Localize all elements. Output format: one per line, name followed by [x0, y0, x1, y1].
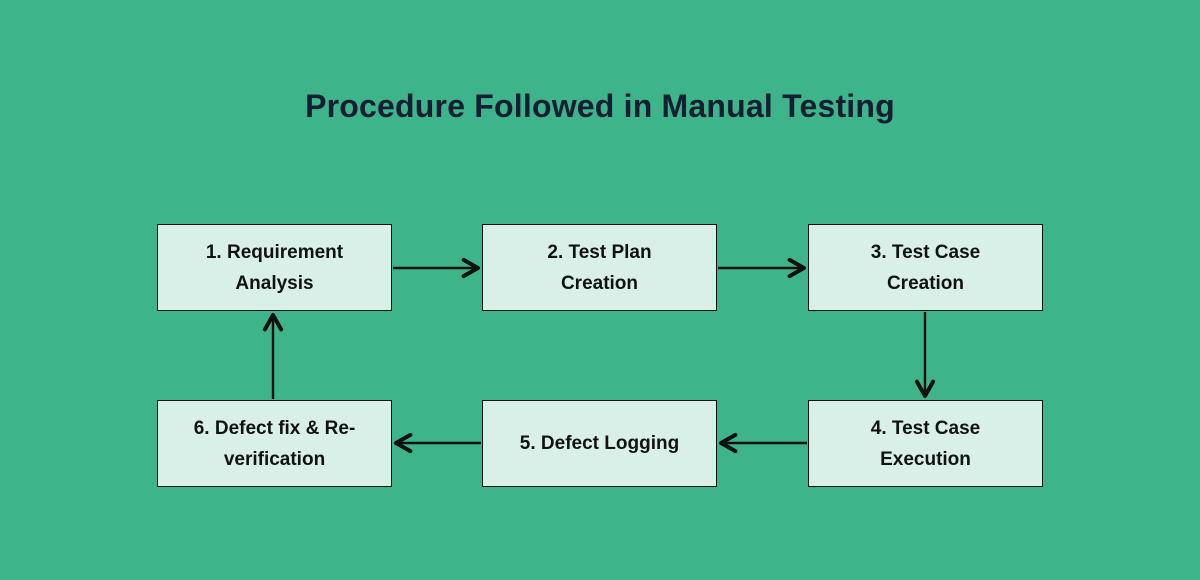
step-label-line: 6. Defect fix & Re-	[193, 417, 356, 439]
step-label-line: 5. Defect Logging	[519, 433, 680, 454]
step-label-line: 2. Test Plan	[547, 241, 652, 263]
step-label-line: 3. Test Case	[870, 241, 981, 263]
step-label-line: Analysis	[235, 272, 314, 294]
step-box-defect-logging: 5. Defect Logging	[482, 400, 717, 487]
diagram-title: Procedure Followed in Manual Testing	[305, 88, 895, 124]
step-box-test-case-creation: 3. Test Case Creation	[808, 224, 1043, 311]
step-box-test-plan-creation: 2. Test Plan Creation	[482, 224, 717, 311]
step-label-line: Creation	[886, 272, 965, 294]
step-label-line: Execution	[880, 448, 971, 470]
step-box-defect-fix-reverification: 6. Defect fix & Re- verification	[157, 400, 392, 487]
step-label-line: 4. Test Case	[870, 417, 981, 439]
step-label-line: 1. Requirement	[205, 241, 344, 263]
step-label-line: verification	[223, 448, 326, 470]
step-box-requirement-analysis: 1. Requirement Analysis	[157, 224, 392, 311]
step-box-test-case-execution: 4. Test Case Execution	[808, 400, 1043, 487]
step-label-line: Creation	[560, 272, 639, 294]
